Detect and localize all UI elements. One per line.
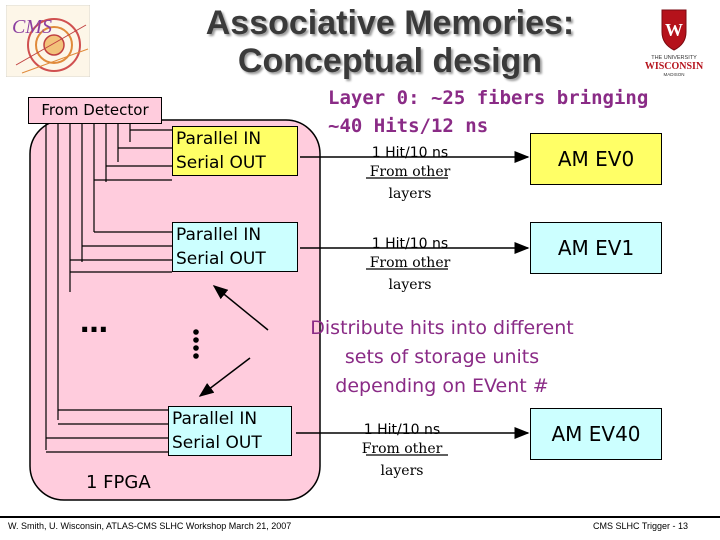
am-block-ev1: AM EV1 [530, 222, 662, 274]
hit-label-2: 1 Hit/10 ns From other layers [354, 236, 466, 296]
am-block-ev0: AM EV0 [530, 133, 662, 185]
piso-1-line-1: Parallel IN [176, 129, 262, 149]
distribute-note: Distribute hits into different sets of s… [262, 314, 622, 401]
wisconsin-logo: W THE UNIVERSITY WISCONSIN MADISON [645, 9, 704, 77]
hit-1-layers: layers [388, 186, 432, 202]
other-layer-lines [366, 177, 448, 456]
distribute-line-1: Distribute hits into different [310, 317, 574, 339]
piso-3-line-1: Parallel IN [172, 409, 258, 429]
cms-logo-text: CMS [12, 16, 52, 38]
hit-2-rate: 1 Hit/10 ns [371, 236, 449, 252]
hit-1-from: From other [369, 164, 451, 180]
layer-note-line-1: Layer 0: ~25 fibers bringing [328, 87, 649, 109]
piso-block-3: Parallel IN Serial OUT [168, 406, 292, 456]
hit-arrows [296, 151, 530, 439]
vertical-ellipsis [193, 329, 199, 359]
uw-line-2: WISCONSIN [645, 61, 704, 72]
distribute-line-2: sets of storage units [344, 346, 540, 368]
distribute-line-3: depending on EVent # [335, 375, 549, 397]
hit-1-rate: 1 Hit/10 ns [371, 145, 449, 161]
slide-title: Associative Memories: Conceptual design [160, 4, 620, 80]
distribute-arrows [198, 285, 269, 397]
title-line-1: Associative Memories: [205, 4, 575, 42]
uw-line-1: THE UNIVERSITY [651, 55, 697, 61]
am-block-ev40: AM EV40 [530, 408, 662, 460]
horizontal-ellipsis: … [80, 306, 108, 339]
footer-left-text: W. Smith, U. Wisconsin, ATLAS-CMS SLHC W… [8, 521, 292, 531]
piso-block-1: Parallel IN Serial OUT [172, 126, 298, 176]
hit-3-layers: layers [380, 463, 424, 479]
hit-3-from: From other [361, 441, 443, 457]
piso-3-line-2: Serial OUT [172, 433, 262, 453]
fpga-body [29, 119, 321, 501]
feed-lines-piso-2 [70, 231, 172, 273]
cms-logo: CMS [6, 5, 90, 77]
piso-2-line-1: Parallel IN [176, 225, 262, 245]
footer-divider [0, 516, 720, 518]
feed-lines-piso-3 [46, 409, 168, 453]
fpga-label: 1 FPGA [86, 472, 151, 493]
from-detector-label: From Detector [28, 97, 162, 124]
uw-line-3: MADISON [663, 72, 684, 77]
svg-text:W: W [665, 20, 683, 40]
hit-label-3: 1 Hit/10 ns From other layers [346, 422, 458, 482]
hit-3-rate: 1 Hit/10 ns [363, 422, 441, 438]
hit-2-from: From other [369, 255, 451, 271]
footer-right-text: CMS SLHC Trigger - 13 [593, 521, 689, 531]
hit-label-1: 1 Hit/10 ns From other layers [354, 145, 466, 205]
crest-icon [661, 9, 687, 51]
detector-bus-lines [45, 122, 131, 450]
layer-note: Layer 0: ~25 fibers bringing ~40 Hits/12… [328, 84, 688, 140]
piso-2-line-2: Serial OUT [176, 249, 266, 269]
title-line-2: Conceptual design [237, 42, 543, 80]
piso-block-2: Parallel IN Serial OUT [172, 222, 298, 272]
layer-note-line-2: ~40 Hits/12 ns [328, 115, 489, 137]
hit-2-layers: layers [388, 277, 432, 293]
feed-lines-piso-1 [94, 129, 172, 181]
piso-1-line-2: Serial OUT [176, 153, 266, 173]
